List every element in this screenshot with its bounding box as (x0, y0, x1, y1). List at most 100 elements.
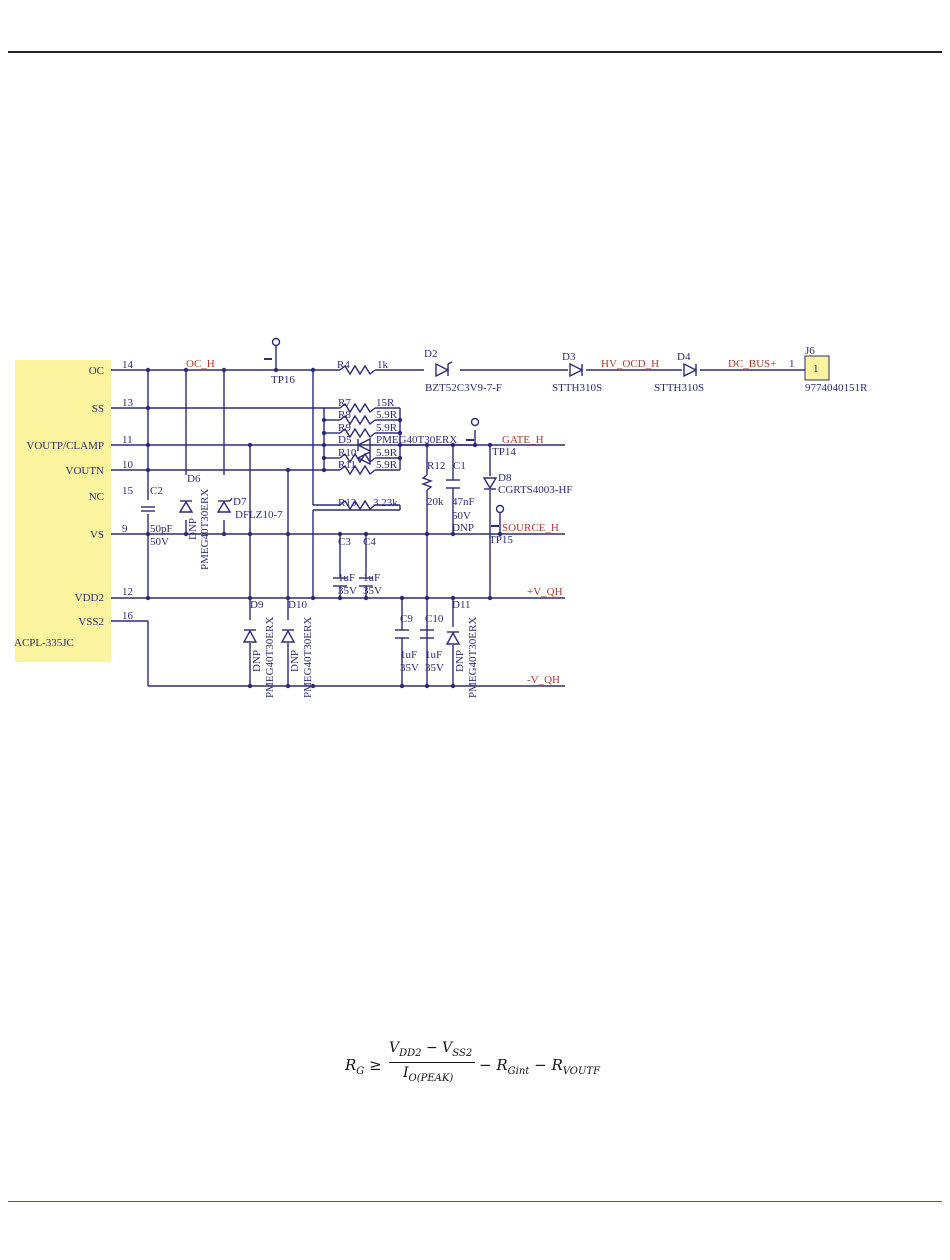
c4-voltage: 35V (363, 585, 382, 597)
pin-num-vss2: 16 (122, 610, 134, 622)
ic-pin-labels: OC SS VOUTP/CLAMP VOUTN NC VS VDD2 VSS2 (26, 365, 104, 628)
pin-label-nc: NC (89, 491, 104, 503)
r8-ref: R8 (338, 409, 351, 421)
component-labels: R4 1k D2 BZT52C3V9-7-F D3 STTH310S D4 ST… (150, 345, 868, 674)
tp14-ref: TP14 (492, 446, 516, 458)
tp16-ref: TP16 (271, 374, 295, 386)
c10-ref: C10 (425, 613, 444, 625)
pin-label-voutp: VOUTP/CLAMP (26, 440, 104, 452)
d11-dnp: DNP (454, 650, 466, 672)
d5-ref: D5 (338, 434, 352, 446)
rotated-labels: DNP PMEG40T30ERX DNP PMEG40T30ERX DNP PM… (187, 489, 479, 698)
formula-rhs: − RGint − RVOUTF (479, 1056, 601, 1077)
d2-value: BZT52C3V9-7-F (425, 382, 502, 394)
d9-ref: D9 (250, 599, 264, 611)
j6-value: 9774040151R (805, 382, 868, 394)
c2-ref: C2 (150, 485, 163, 497)
d8-ref: D8 (498, 472, 512, 484)
ic-body (15, 360, 111, 662)
pin-num-oc: 14 (122, 359, 134, 371)
d10-ref: D10 (288, 599, 307, 611)
d3-value: STTH310S (552, 382, 602, 394)
r9-value: 5.9R (376, 422, 398, 434)
pin-num-nc: 15 (122, 485, 134, 497)
c9-value: 1uF (400, 649, 417, 661)
j6-net-number: 1 (789, 358, 795, 370)
net-labels: OC_H HV_OCD_H DC_BUS+ GATE_H SOURCE_H +V… (186, 358, 776, 686)
d7-value: DFLZ10-7 (235, 509, 283, 521)
c4-ref: C4 (363, 536, 376, 548)
r7-value: 15R (376, 397, 395, 409)
r11-ref: R11 (338, 459, 356, 471)
pin-num-vdd2: 12 (122, 586, 133, 598)
d4-value: STTH310S (654, 382, 704, 394)
r9-ref: R9 (338, 422, 351, 434)
j6-pin-label: 1 (813, 363, 819, 375)
r4-ref: R4 (337, 359, 350, 371)
j6-ref: J6 (805, 345, 815, 357)
pin-label-vs: VS (90, 529, 104, 541)
pin-label-ss: SS (92, 403, 104, 415)
pin-num-ss: 13 (122, 397, 134, 409)
d10-dnp: DNP (289, 650, 301, 672)
pin-label-voutn: VOUTN (66, 465, 105, 477)
schematic-diagram: ACPL-335JC OC SS VOUTP/CLAMP VOUTN NC VS… (14, 337, 868, 698)
gate-resistor-formula: RG ≥ VDD2 − VSS2 IO(PEAK) − RGint − RVOU… (345, 1040, 645, 1100)
c2-voltage: 50V (150, 536, 169, 548)
d3-ref: D3 (562, 351, 576, 363)
resistor-symbols (339, 364, 433, 511)
d9-value: PMEG40T30ERX (264, 617, 276, 698)
r10-ref: R10 (338, 447, 357, 459)
r11-value: 5.9R (376, 459, 398, 471)
d6-dnp: DNP (187, 518, 199, 540)
d5-value: PMEG40T30ERX (376, 434, 457, 446)
ic-name: ACPL-335JC (14, 637, 74, 649)
formula-fraction-bar (389, 1062, 475, 1063)
c1-ref: C1 (453, 460, 466, 472)
diode-symbols (178, 361, 698, 645)
pin-num-vs: 9 (122, 523, 128, 535)
r4-value: 1k (377, 359, 389, 371)
d8-value: CGRTS4003-HF (498, 484, 573, 496)
pin-num-voutp: 11 (122, 434, 133, 446)
c2-value: 50pF (150, 523, 173, 535)
j6-connector-body (804, 355, 830, 381)
r12-value: 20k (427, 496, 444, 508)
d6-value: PMEG40T30ERX (199, 489, 211, 570)
d10-value: PMEG40T30ERX (302, 617, 314, 698)
net-source-h: SOURCE_H (502, 522, 559, 534)
ic-pin-numbers: 14 13 11 10 15 9 12 16 (122, 359, 134, 622)
formula-numerator: VDD2 − VSS2 (389, 1040, 473, 1059)
c3-value: 1uF (338, 572, 355, 584)
net-vqh-neg: -V_QH (527, 674, 560, 686)
net-oc-h: OC_H (186, 358, 215, 370)
d4-ref: D4 (677, 351, 691, 363)
net-hv-ocd: HV_OCD_H (601, 358, 659, 370)
r8-value: 5.9R (376, 409, 398, 421)
capacitor-symbols (141, 479, 460, 639)
header-rule (8, 51, 942, 53)
formula-denominator: IO(PEAK) (403, 1065, 454, 1084)
pin-label-vss2: VSS2 (78, 616, 104, 628)
c1-value: 47nF (452, 496, 475, 508)
d11-ref: D11 (452, 599, 471, 611)
pin-num-voutn: 10 (122, 459, 134, 471)
c10-value: 1uF (425, 649, 442, 661)
d11-value: PMEG40T30ERX (467, 617, 479, 698)
c1-dnp: DNP (452, 522, 474, 534)
c1-voltage: 50V (452, 510, 471, 522)
r12-ref: R12 (427, 460, 445, 472)
formula-lhs: RG ≥ (345, 1056, 382, 1077)
d2-ref: D2 (424, 348, 437, 360)
d9-dnp: DNP (251, 650, 263, 672)
r10-value: 5.9R (376, 447, 398, 459)
test-points (264, 337, 505, 527)
d6-ref: D6 (187, 473, 201, 485)
r13-value: 3.23k (373, 497, 398, 509)
c4-value: 1uF (363, 572, 380, 584)
r13-ref: R13 (338, 497, 357, 509)
pin-label-vdd2: VDD2 (75, 592, 104, 604)
pin-label-oc: OC (89, 365, 104, 377)
c9-ref: C9 (400, 613, 413, 625)
c9-voltage: 35V (400, 662, 419, 674)
